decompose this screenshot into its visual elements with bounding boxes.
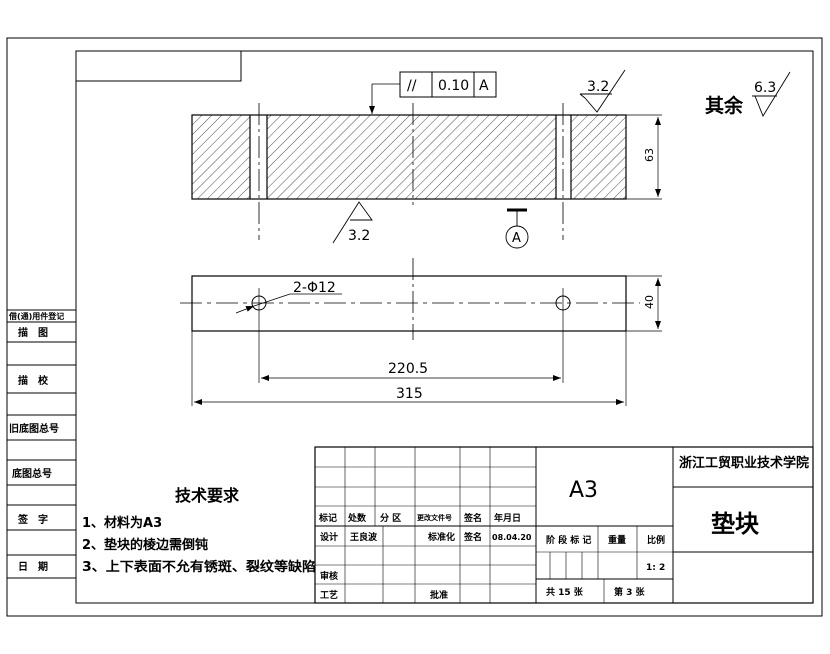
tb-standard: 标准化	[427, 531, 455, 543]
tb-designer: 王良波	[350, 531, 378, 543]
tb-scale-val: 1: 2	[646, 563, 665, 573]
top-view: 2-Φ12 40 220.5 315	[180, 258, 662, 406]
side-row7: 日 期	[18, 560, 48, 573]
tb-process: 工艺	[320, 589, 338, 601]
tb-stage: 阶 段 标 记	[546, 534, 591, 546]
tb-sheet-no: 第 3 张	[614, 586, 646, 598]
tech-item3: 3、上下表面不允有锈斑、裂纹等缺陷	[82, 559, 316, 575]
tb-weight: 重量	[608, 534, 626, 546]
rough-top-value: 3.2	[587, 79, 609, 95]
tb-scale: 比例	[647, 534, 665, 546]
side-row6: 签 字	[17, 513, 48, 526]
tb-h-docno: 更改文件号	[417, 513, 452, 522]
title-block: 标记 处数 分 区 更改文件号 签名 年月日 设计 王良波 标准化 签名 08.…	[314, 446, 814, 604]
gdt-frame: // 0.10 A	[369, 71, 497, 114]
rest-value: 6.3	[754, 80, 776, 96]
datum-label: A	[512, 231, 521, 246]
tb-h-zone: 分 区	[380, 512, 401, 524]
tech-item2: 2、垫块的棱边需倒钝	[82, 537, 208, 553]
tb-sheets: 共 15 张	[546, 586, 584, 598]
tb-h-mark: 标记	[318, 512, 337, 524]
rest-label: 其余	[705, 94, 744, 117]
side-row3: 描 校	[18, 374, 49, 387]
datum-a: A	[505, 208, 529, 249]
rest-roughness: 其余 6.3	[705, 71, 791, 117]
side-row4: 旧底图总号	[9, 422, 59, 435]
gdt-tolerance: 0.10	[438, 78, 469, 94]
roughness-top: 3.2	[579, 69, 626, 113]
gdt-symbol: //	[407, 78, 417, 94]
dim-overall: 315	[396, 386, 423, 402]
gdt-datum: A	[479, 78, 489, 94]
side-row5: 底图总号	[12, 467, 52, 480]
tb-review: 审核	[320, 570, 338, 582]
tb-sign2: 签名	[463, 531, 482, 543]
rough-bottom-value: 3.2	[348, 228, 370, 244]
side-strip: 借(通)用件登记 描 图 描 校 旧底图总号 底图总号 签 字 日 期	[7, 309, 76, 579]
dim-holes: 2-Φ12	[293, 280, 336, 296]
tb-h-sign: 签名	[463, 512, 482, 524]
side-row2: 描 图	[18, 326, 48, 339]
tech-requirements: 技术要求 1、材料为A3 2、垫块的棱边需倒钝 3、上下表面不允有锈斑、裂纹等缺…	[82, 486, 316, 575]
dim-height-top: 40	[643, 295, 656, 309]
dim-center: 220.5	[388, 361, 428, 377]
dim-height-front: 63	[643, 148, 656, 162]
roughness-bottom: 3.2	[332, 201, 373, 244]
tb-design: 设计	[320, 531, 338, 543]
tb-part-name: 垫块	[711, 510, 759, 538]
tech-item1: 1、材料为A3	[82, 515, 162, 531]
tb-school: 浙江工贸职业技术学院	[679, 455, 809, 471]
outer-border	[6, 37, 823, 617]
corner-box	[75, 50, 242, 82]
tech-title: 技术要求	[175, 486, 240, 505]
tb-h-date: 年月日	[494, 512, 521, 524]
tb-date-val: 08.04.20	[492, 533, 532, 542]
tb-h-qty: 处数	[347, 512, 367, 524]
tb-approve: 批准	[430, 589, 448, 601]
tb-material: A3	[569, 478, 598, 503]
side-row1: 借(通)用件登记	[8, 311, 64, 321]
front-view: 63	[191, 103, 662, 240]
